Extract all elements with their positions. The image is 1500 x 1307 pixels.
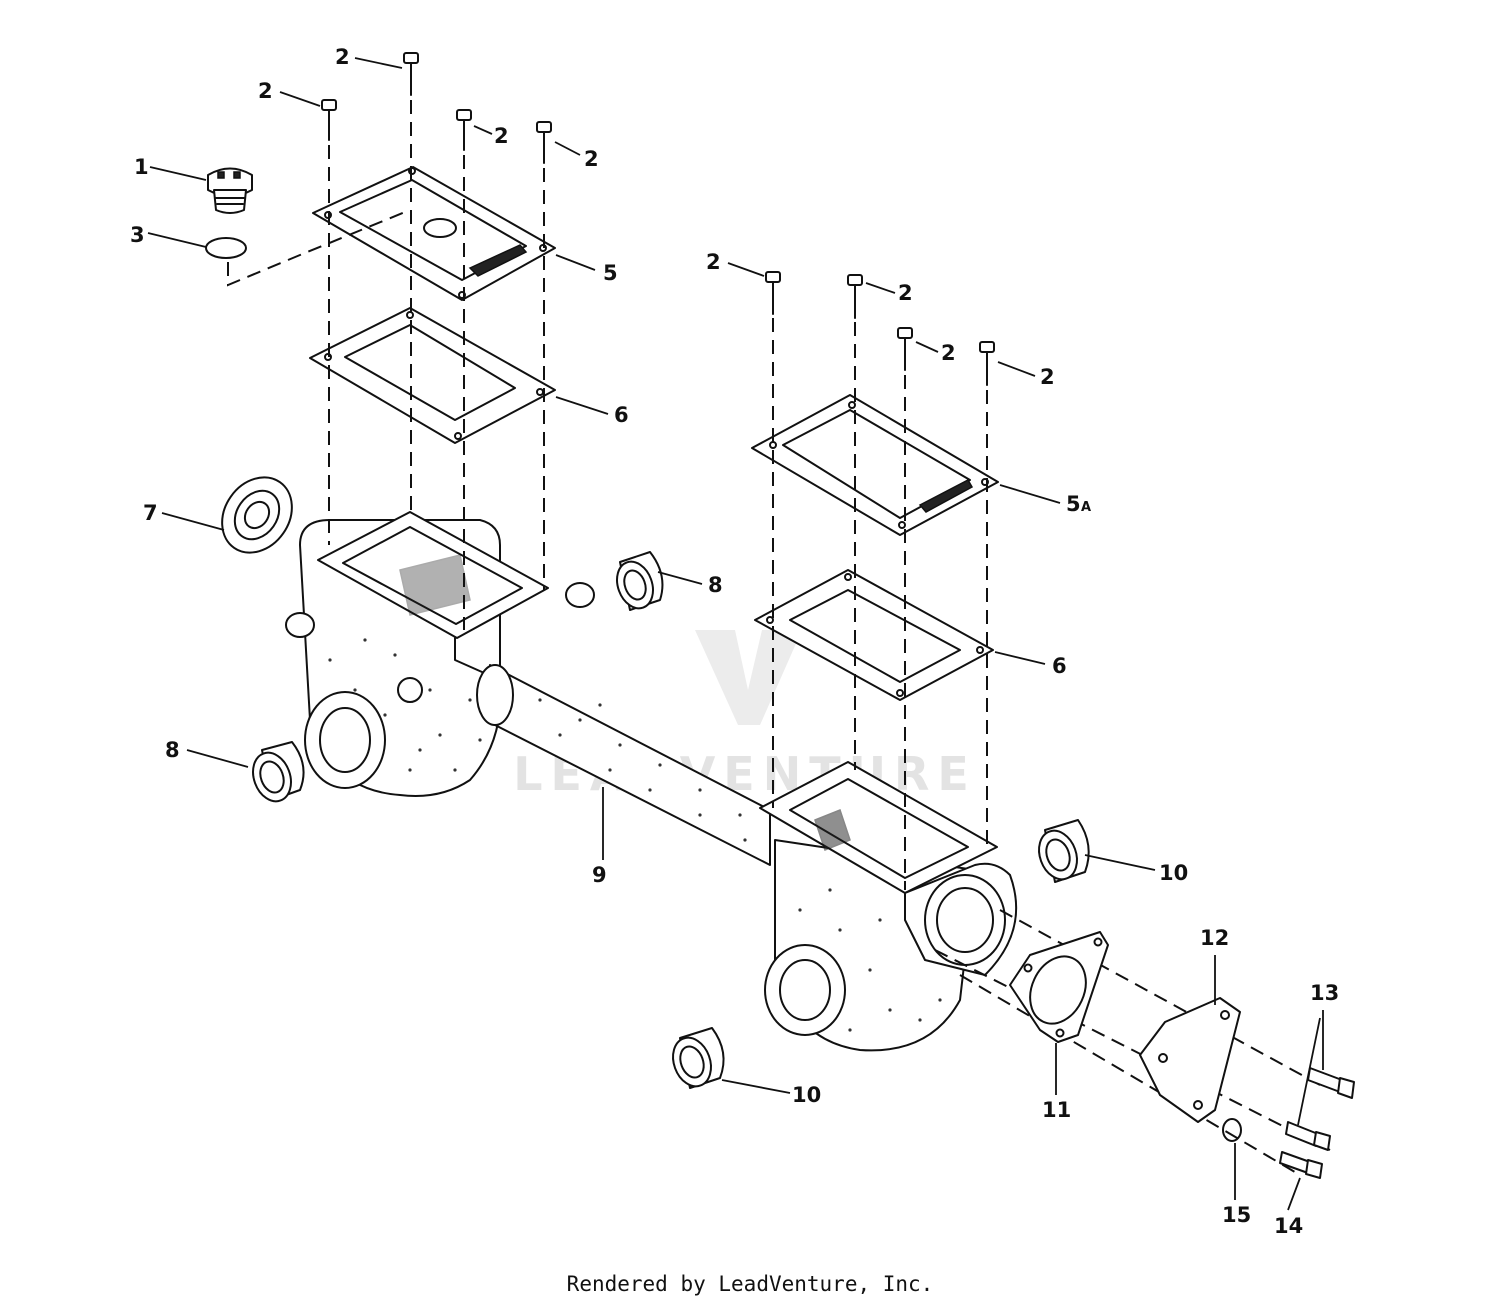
sealing-ring <box>205 237 247 259</box>
callout-labels: 2 2 2 2 1 3 5 6 2 2 2 2 5 A 6 7 8 8 9 10… <box>130 45 1339 1238</box>
flange-gasket-11 <box>1009 931 1109 1043</box>
bolt-13b <box>1285 1121 1331 1151</box>
callout-8: 8 <box>708 573 723 597</box>
right-cover-plate <box>751 394 999 536</box>
callout-14: 14 <box>1274 1214 1303 1238</box>
callout-12: 12 <box>1200 926 1229 950</box>
bolt-14 <box>1279 1151 1323 1179</box>
callout-9: 9 <box>592 863 607 887</box>
callout-5a: 5 <box>1066 492 1081 516</box>
cover-flange-12 <box>1139 997 1241 1123</box>
bolt-icon <box>897 327 913 371</box>
callout-2: 2 <box>898 281 913 305</box>
bushing-10-lower <box>672 1027 725 1089</box>
footer-credit: Rendered by LeadVenture, Inc. <box>566 1272 934 1296</box>
left-gear-housing <box>285 511 595 797</box>
bushing-8-lower <box>252 741 305 803</box>
callout-2: 2 <box>941 341 956 365</box>
bolt-13 <box>1307 1067 1355 1099</box>
bolt-icon <box>456 109 472 151</box>
fill-plug <box>207 167 253 214</box>
callout-2: 2 <box>335 45 350 69</box>
bearing-7 <box>221 476 293 554</box>
callout-2: 2 <box>1040 365 1055 389</box>
callout-10: 10 <box>792 1083 821 1107</box>
callout-10: 10 <box>1159 861 1188 885</box>
callout-2: 2 <box>584 147 599 171</box>
bushing-10-upper <box>1038 819 1090 883</box>
callout-6: 6 <box>614 403 629 427</box>
callout-15: 15 <box>1222 1203 1251 1227</box>
watermark-logo-icon <box>695 630 802 725</box>
callout-3: 3 <box>130 223 145 247</box>
callout-13: 13 <box>1310 981 1339 1005</box>
axle-tube <box>476 664 771 866</box>
callout-5a-suffix: A <box>1081 500 1091 515</box>
callout-8: 8 <box>165 738 180 762</box>
callout-2: 2 <box>494 124 509 148</box>
callout-2: 2 <box>706 250 721 274</box>
right-gasket <box>754 569 994 701</box>
bolt-icon <box>979 341 995 386</box>
callout-6: 6 <box>1052 654 1067 678</box>
bolt-icon <box>403 52 419 96</box>
callout-11: 11 <box>1042 1098 1071 1122</box>
leader-lines <box>147 57 1324 1211</box>
bushing-8-upper <box>616 551 664 611</box>
left-gasket <box>309 307 556 444</box>
left-cover-plate <box>312 166 556 301</box>
bolt-icon <box>321 99 337 141</box>
callout-5: 5 <box>603 261 618 285</box>
right-gear-housing <box>759 761 1018 1052</box>
callout-1: 1 <box>134 155 149 179</box>
bolt-icon <box>536 121 552 164</box>
lock-washer-15 <box>1222 1118 1242 1142</box>
cover-bolts <box>321 52 995 386</box>
bolt-icon <box>765 271 781 315</box>
assembly-lines <box>227 100 1331 1176</box>
bolt-icon <box>847 274 863 319</box>
callout-7: 7 <box>143 501 158 525</box>
callout-2: 2 <box>258 79 273 103</box>
